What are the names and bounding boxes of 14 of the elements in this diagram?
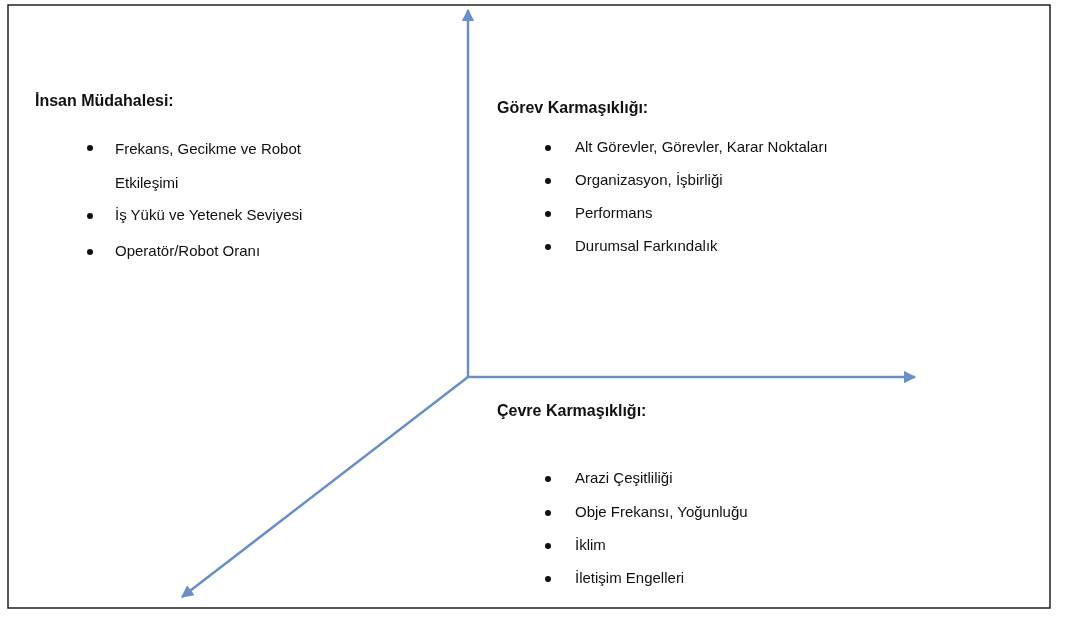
- list-item: İş Yükü ve Yetenek Seviyesi: [115, 205, 303, 225]
- list-item: Frekans, Gecikme ve Robot Etkileşimi: [115, 139, 302, 193]
- list-item: Arazi Çeşitliliği: [575, 468, 673, 488]
- section-heading: Görev Karmaşıklığı:: [497, 98, 649, 118]
- list-item: Organizasyon, İşbirliği: [575, 170, 723, 190]
- list-item: Operatör/Robot Oranı: [115, 241, 261, 261]
- list-item: İletişim Engelleri: [575, 568, 685, 588]
- list-item: Obje Frekansı, Yoğunluğu: [575, 502, 748, 522]
- list-item: Performans: [575, 203, 653, 223]
- list-item: İklim: [575, 535, 606, 555]
- section-heading: Çevre Karmaşıklığı:: [497, 401, 647, 421]
- list-item: Alt Görevler, Görevler, Karar Noktaları: [575, 137, 828, 157]
- section-heading: İnsan Müdahalesi:: [35, 91, 174, 111]
- list-item: Durumsal Farkındalık: [575, 236, 718, 256]
